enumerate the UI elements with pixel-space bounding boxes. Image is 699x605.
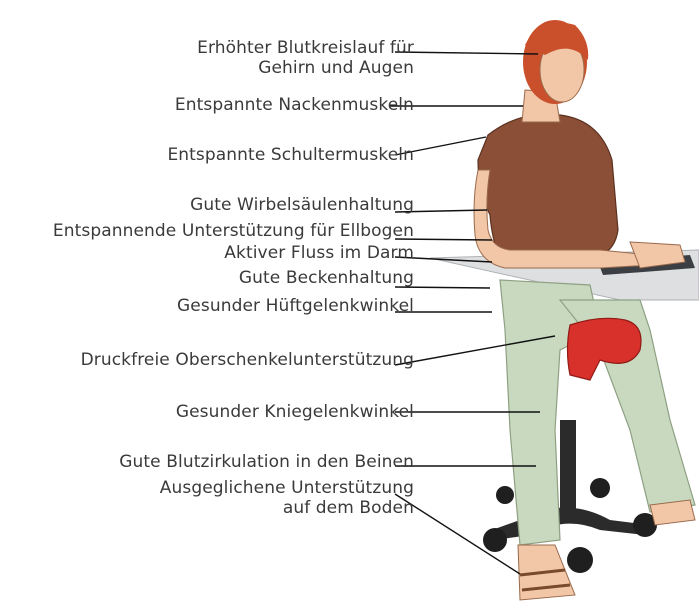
label-circulation-line2: Gehirn und Augen — [197, 58, 414, 78]
label-bowel: Aktiver Fluss im Darm — [224, 243, 414, 263]
label-circulation-line1: Erhöhter Blutkreislauf für — [197, 38, 414, 58]
stool-base — [483, 420, 657, 573]
label-legs: Gute Blutzirkulation in den Beinen — [119, 452, 414, 472]
label-pelvis: Gute Beckenhaltung — [239, 268, 414, 288]
label-floor-line1: Ausgeglichene Unterstützung — [160, 478, 414, 498]
label-hip: Gesunder Hüftgelenkwinkel — [177, 296, 414, 316]
label-knee: Gesunder Kniegelenkwinkel — [176, 402, 414, 422]
label-shoulders: Entspannte Schultermuskeln — [167, 145, 414, 165]
label-floor-line2: auf dem Boden — [160, 498, 414, 518]
head — [523, 20, 588, 104]
label-circulation: Erhöhter Blutkreislauf für Gehirn und Au… — [197, 38, 414, 78]
label-spine: Gute Wirbelsäulenhaltung — [190, 195, 414, 215]
label-neck: Entspannte Nackenmuskeln — [175, 95, 414, 115]
label-floor: Ausgeglichene Unterstützung auf dem Bode… — [160, 478, 414, 518]
label-thigh: Druckfreie Oberschenkelunterstützung — [81, 350, 414, 370]
label-elbow: Entspannende Unterstützung für Ellbogen — [53, 221, 414, 241]
shirt — [478, 114, 618, 258]
